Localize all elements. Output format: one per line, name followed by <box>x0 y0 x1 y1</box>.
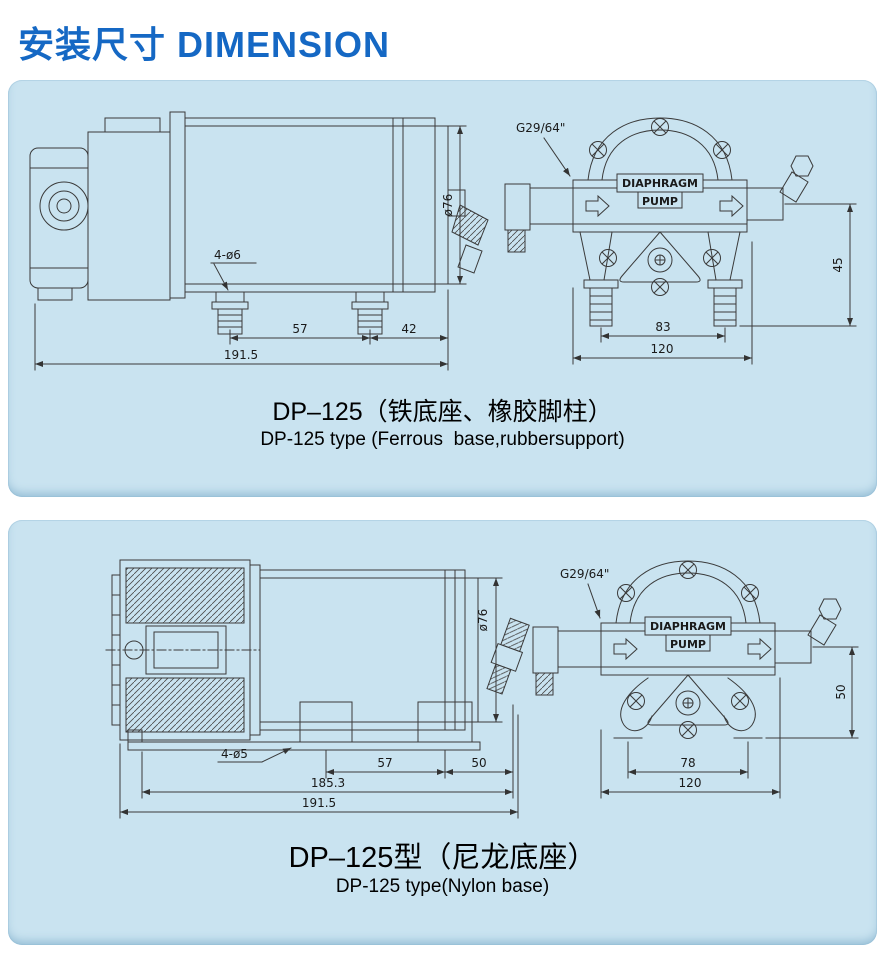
dim-label-dia76: ø76 <box>476 609 490 632</box>
dim-label-total: 191.5 <box>302 796 336 810</box>
dim-diameter-76: ø76 <box>441 125 467 285</box>
dim-mount-holes: 4-ø5 <box>217 747 292 763</box>
panel2-caption-cn: DP–125型（尼龙底座） <box>288 842 597 874</box>
dim-length-57: 57 <box>229 322 371 345</box>
panel2-drawing: ø76 4-ø5 57 50 185.3 <box>105 559 859 819</box>
pump-label-line2: PUMP <box>670 638 706 651</box>
dim-label-57: 57 <box>292 322 307 336</box>
dim-thread-callout: G29/64" <box>560 567 609 619</box>
dim-label-120: 120 <box>679 776 702 790</box>
side-view-motor-body <box>169 111 449 299</box>
rubber-foot-right <box>351 291 389 335</box>
dim-height-50: 50 <box>765 646 859 739</box>
dim-label-dia76: ø76 <box>441 194 455 217</box>
dim-label-185: 185.3 <box>311 776 345 790</box>
dim-mount-holes: 4-ø6 <box>210 248 257 291</box>
dim-length-total: 191.5 <box>34 303 449 371</box>
rubber-foot-left <box>211 291 249 335</box>
dim-length-185: 185.3 <box>141 751 514 799</box>
dim-label-78: 78 <box>680 756 695 770</box>
front-rubber-foot-left <box>583 279 619 327</box>
front-rubber-foot-right <box>707 279 743 327</box>
dim-length-total: 191.5 <box>119 714 519 819</box>
pump-label-line2: PUMP <box>642 195 678 208</box>
panel1-caption-en: DP-125 type (Ferrous base,rubbersupport) <box>260 429 625 450</box>
dim-label-holes: 4-ø5 <box>221 747 248 761</box>
dim-label-50v: 50 <box>834 684 848 699</box>
panel-dp125-ferrous: ø76 4-ø6 57 42 191.5 <box>8 80 877 497</box>
front-wire-foot-left <box>613 677 653 739</box>
front-view-head: DIAPHRAGM PUMP <box>532 560 842 739</box>
pump-label-line1: DIAPHRAGM <box>650 620 726 633</box>
page-title: 安装尺寸 DIMENSION <box>18 24 391 65</box>
side-view-pump-head <box>29 117 171 301</box>
dim-label-45: 45 <box>831 257 845 272</box>
dim-label-42: 42 <box>401 322 416 336</box>
dim-label-57: 57 <box>377 756 392 770</box>
dim-length-57: 57 <box>325 749 446 779</box>
dim-width-120: 120 <box>572 241 753 365</box>
dim-width-120: 120 <box>600 677 781 799</box>
dim-diameter-76: ø76 <box>476 577 503 723</box>
side-view-motor-body <box>259 569 479 731</box>
front-view-head: DIAPHRAGM PUMP <box>504 117 814 296</box>
panel1-drawing: ø76 4-ø6 57 42 191.5 <box>29 111 857 371</box>
pump-label-line1: DIAPHRAGM <box>622 177 698 190</box>
dim-height-45: 45 <box>739 203 857 327</box>
front-wire-foot-right <box>723 677 763 739</box>
dim-thread-callout: G29/64" <box>516 121 571 177</box>
panel1-caption-cn: DP–125（铁底座、橡胶脚柱） <box>272 398 613 426</box>
panel2-caption-en: DP-125 type(Nylon base) <box>335 876 550 897</box>
dim-label-83: 83 <box>655 320 670 334</box>
side-view-motor-section <box>105 559 261 741</box>
dim-label-thread: G29/64" <box>516 121 565 135</box>
dim-label-total: 191.5 <box>224 348 258 362</box>
dim-width-83: 83 <box>600 320 726 343</box>
nylon-base <box>127 701 481 751</box>
panel-dp125-nylon: ø76 4-ø5 57 50 185.3 <box>8 520 877 945</box>
dim-label-thread: G29/64" <box>560 567 609 581</box>
dim-length-50: 50 <box>444 704 514 799</box>
dim-length-42: 42 <box>369 289 449 371</box>
dim-width-78: 78 <box>627 741 749 779</box>
dim-label-holes: 4-ø6 <box>214 248 241 262</box>
dim-label-50: 50 <box>471 756 486 770</box>
dim-label-120: 120 <box>651 342 674 356</box>
